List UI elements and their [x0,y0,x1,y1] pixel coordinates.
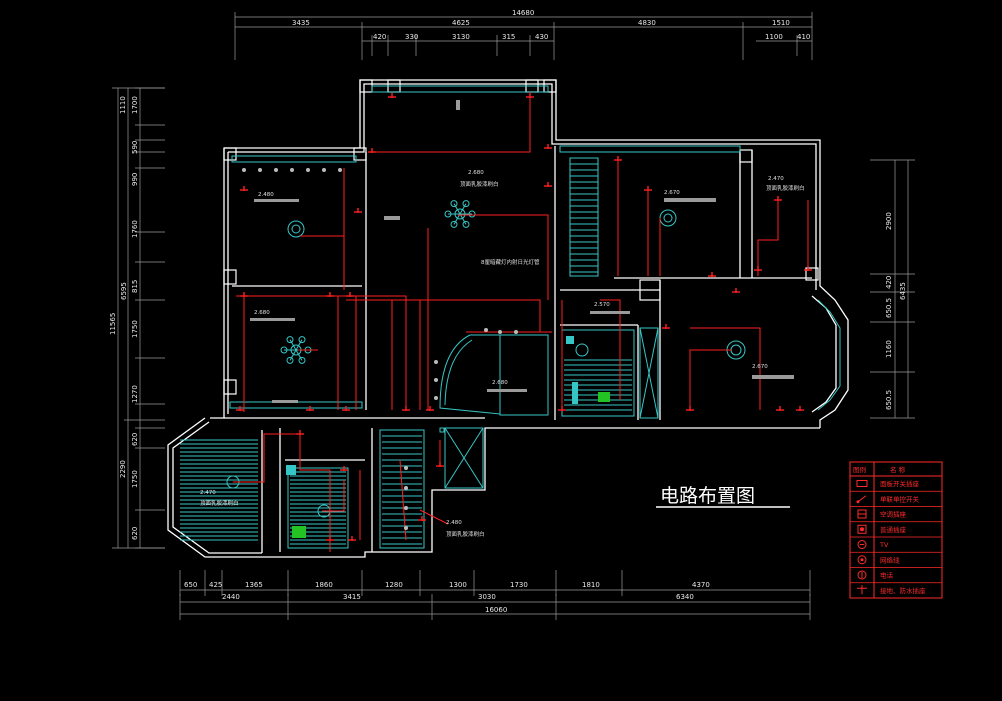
dim-top-r2-4: 315 [502,33,515,41]
legend-item-label: 电话 [880,571,894,580]
dim-bottom-value: 3030 [478,593,496,601]
left-dimensions: 11565 6595 1700 1110 590 990 1760 815 1750 1270… [109,87,165,549]
dim-right-6: 650.5 [885,390,893,410]
lamp-switch-icon [856,495,867,504]
right-dimensions: 2900 6435 420 650.5 1160 650.5 [870,159,915,419]
dim-right-5: 1160 [885,340,893,358]
dim-right-3: 420 [885,276,893,289]
dim-top-4: 1510 [772,19,790,27]
legend-item-label: 普通插座 [880,525,907,534]
dim-bottom-value: 2440 [222,593,240,601]
dim-bottom-value: 3415 [343,593,361,601]
dim-left-value: 1110 [119,96,127,114]
dim-right-1: 2900 [885,212,893,230]
dim-left-value: 590 [131,141,139,154]
annotations: 2.680 顶面乳胶漆刷白 2.480 2.680 2.670 2.470 顶面… [200,100,805,538]
wall-switch-icon [856,480,868,487]
dim-bottom-value: 1280 [385,581,403,589]
fixtures [180,85,841,549]
dim-bottom-value: 6340 [676,593,694,601]
legend-item-label: 面板开关插座 [880,479,920,488]
legend-header-icon: 图例 [853,465,866,474]
ceiling-note: 顶面乳胶漆刷白 [460,180,499,188]
wiring [233,92,812,552]
dim-right-4: 650.5 [885,298,893,318]
legend-item-label: TV [879,541,889,549]
dim-bottom-value: 1730 [510,581,528,589]
dim-left-value: 1270 [131,385,139,403]
dim-bottom-value: 1810 [582,581,600,589]
dim-left-value: 1750 [131,320,139,338]
dim-top-total: 14680 [512,9,534,17]
dim-top-r2-5: 430 [535,33,548,41]
dim-left-value: 1700 [131,96,139,114]
network-icon [857,555,867,565]
height-label: 2.480 [258,192,274,198]
dim-bottom-value: 1860 [315,581,333,589]
legend-item-label: 接地、防水插座 [880,586,926,595]
dim-left-value: 620 [131,433,139,446]
chandelier-icon [444,200,476,228]
bottom-dimensions: 650 425 1365 1860 1280 1300 1730 1810 4370 2440 34… [179,570,811,620]
height-label: 2.470 [768,176,784,182]
ceiling-note: 顶面乳胶漆刷白 [446,530,485,538]
walls [167,79,849,558]
dim-bottom-value: 650 [184,581,197,589]
dim-top-2: 4625 [452,19,470,27]
legend-item-label: 单联单控开关 [880,494,920,503]
dim-left-value: 815 [131,280,139,293]
height-label: 2.670 [752,364,768,370]
dim-left-value: 620 [131,527,139,540]
ceiling-note: 顶面乳胶漆刷白 [766,184,805,192]
dim-left-value: 2290 [119,460,127,478]
height-label: 2.680 [254,310,270,316]
ac-socket-icon [857,509,867,519]
legend-header-name: 名 称 [890,465,906,474]
dim-bottom-value: 1300 [449,581,467,589]
drawing-title-group: 电路布置图 [656,485,790,508]
dim-bottom-total: 16060 [485,606,507,614]
height-label: 2.680 [468,170,484,176]
dim-bottom-value: 4370 [692,581,710,589]
dim-right-2: 6435 [899,282,907,300]
dim-left-value: 1760 [131,220,139,238]
dim-bottom-value: 1365 [245,581,263,589]
drawing-title: 电路布置图 [660,485,755,507]
dim-top-r2-1: 420 [373,33,386,41]
dim-top-r2-6: 1100 [765,33,783,41]
height-label: 2.680 [492,380,508,386]
top-dimensions: 14680 3435 4625 4830 1510 420 330 3130 3… [234,9,813,60]
dim-top-r2-3: 3130 [452,33,470,41]
dim-top-r2-7: 410 [797,33,810,41]
dim-top-r2-2: 330 [405,33,418,41]
dim-left-sub: 6595 [120,282,128,300]
lighting-note: 8厘暗藏灯内射日光灯管 [481,258,540,266]
dim-top-3: 4830 [638,19,656,27]
dim-left-value: 990 [131,173,139,186]
height-label: 2.480 [446,520,462,526]
telephone-icon [857,570,867,580]
height-label: 2.470 [200,490,216,496]
dim-bottom-value: 425 [209,581,222,589]
height-label: 2.570 [594,302,610,308]
dim-left-value: 1750 [131,470,139,488]
dim-top-1: 3435 [292,19,310,27]
ground-icon [857,585,867,595]
height-label: 2.670 [664,190,680,196]
legend-item-label: 空调插座 [880,510,907,519]
dim-left-total: 11565 [109,313,117,335]
tv-icon [857,540,867,549]
ceiling-note: 顶面乳胶漆刷白 [200,499,239,507]
phone-socket-icon [857,524,867,534]
legend-item-label: 网络线 [880,555,900,564]
